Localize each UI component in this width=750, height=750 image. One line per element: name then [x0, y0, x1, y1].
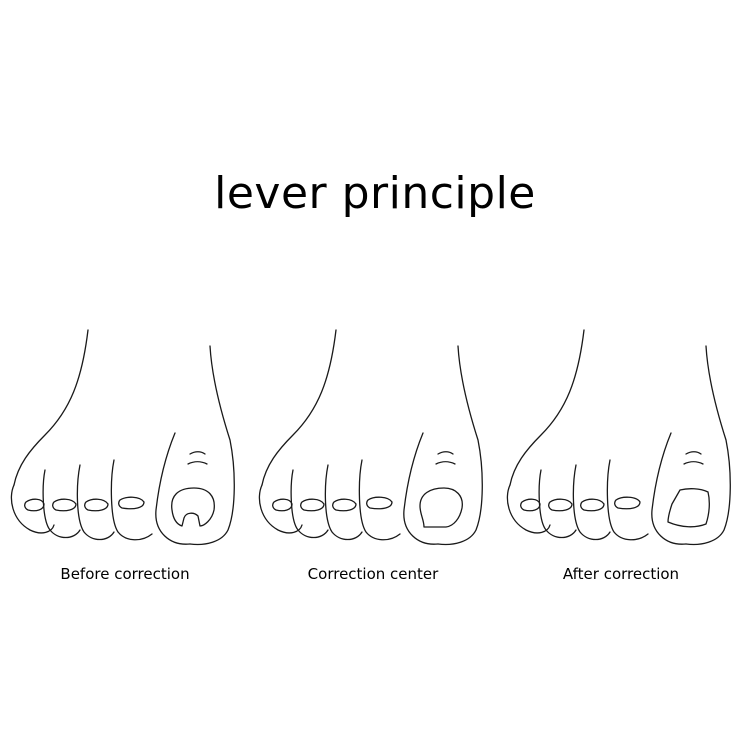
foot-illustration-center	[258, 329, 483, 546]
toenail-2	[614, 496, 641, 510]
toe-3	[572, 464, 611, 541]
big-toe-crease-2	[435, 461, 456, 465]
correction-center-panel: Correction center	[248, 320, 498, 600]
toe-2	[110, 459, 153, 541]
toenail-4	[300, 498, 325, 512]
big-toe-crease-2	[683, 461, 704, 465]
toe-4	[290, 469, 329, 539]
little-toenail	[520, 498, 541, 512]
toe-2	[606, 459, 649, 541]
big-toe-crease-2	[187, 461, 208, 465]
foot-outline-right	[189, 345, 235, 546]
foot-illustration-before	[10, 329, 235, 546]
caption-after: After correction	[562, 565, 680, 583]
toe-4	[538, 469, 577, 539]
before-correction-panel: Before correction	[0, 320, 250, 600]
toe-4	[42, 469, 81, 539]
big-toe	[403, 432, 439, 545]
correcting-big-toenail	[419, 487, 463, 528]
toe-2	[358, 459, 401, 541]
little-toenail	[272, 498, 293, 512]
ingrown-big-toenail	[171, 487, 215, 527]
big-toe	[155, 432, 191, 545]
page-title: lever principle	[214, 168, 536, 219]
foot-illustration-after	[506, 329, 731, 546]
little-toenail	[24, 498, 45, 512]
caption-before: Before correction	[60, 565, 190, 583]
toenail-3	[332, 498, 357, 512]
big-toe	[651, 432, 687, 545]
toenail-2	[366, 496, 393, 510]
foot-outline-left	[509, 329, 585, 486]
corrected-big-toenail	[667, 488, 710, 528]
foot-outline-right	[437, 345, 483, 546]
foot-outline-left	[261, 329, 337, 486]
foot-outline-left	[13, 329, 89, 486]
big-toe-crease-1	[685, 451, 702, 455]
foot-outline-right	[685, 345, 731, 546]
toenail-3	[580, 498, 605, 512]
after-correction-panel: After correction	[496, 320, 746, 600]
toe-3	[324, 464, 363, 541]
toenail-3	[84, 498, 109, 512]
toenail-2	[118, 496, 145, 510]
big-toe-crease-1	[189, 451, 206, 455]
toe-3	[76, 464, 115, 541]
toenail-4	[52, 498, 77, 512]
toenail-4	[548, 498, 573, 512]
caption-center: Correction center	[307, 565, 439, 583]
big-toe-crease-1	[437, 451, 454, 455]
